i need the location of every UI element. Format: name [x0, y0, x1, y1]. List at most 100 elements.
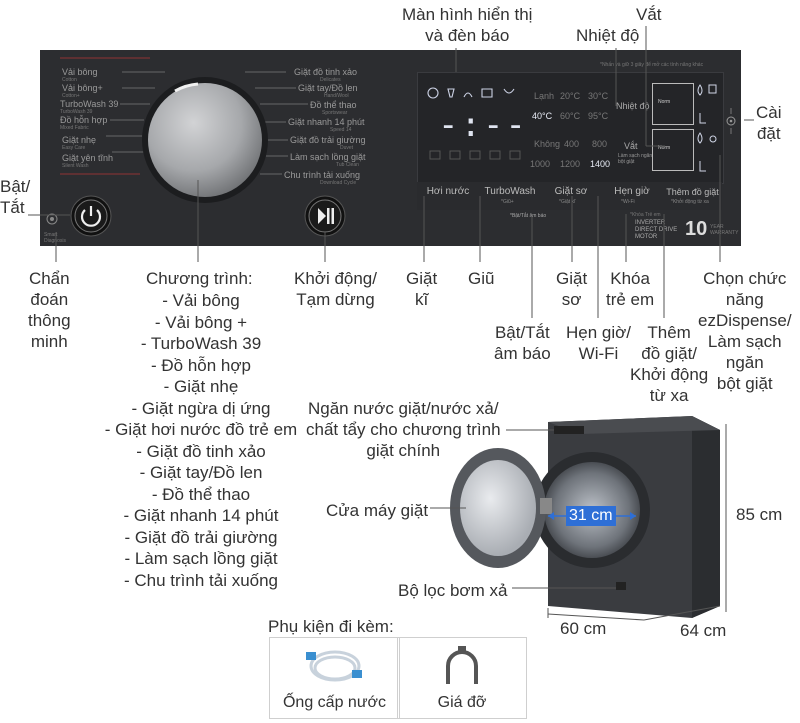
panel-prog-right-1[interactable]: Giặt tay/Đồ len — [298, 83, 358, 93]
prewash-button-label: Giặt sơ — [554, 186, 588, 197]
program-item: - Chu trình tải xuống — [123, 570, 279, 590]
label-start-pause: Khởi động/ Tạm dừng — [294, 269, 377, 309]
panel-prog-right-5[interactable]: Làm sạch lồng giặt — [290, 152, 366, 162]
label-add-remote: Thêm đồ giặt/ Khởi động từ xa — [630, 323, 709, 405]
spin-3: 1000 — [530, 159, 551, 169]
dispense-indicators — [697, 84, 717, 172]
depth-label: 64 cm — [680, 621, 727, 640]
warranty-sub: YEAR WARRANTY — [710, 224, 739, 236]
panel-prog-right-6-sub: Download Cycle — [320, 180, 357, 186]
program-item: - Vải bông + — [154, 312, 248, 332]
temp-1: 20°C — [560, 91, 581, 101]
temp-5: 95°C — [588, 111, 609, 121]
panel-lines — [60, 57, 308, 175]
temp-4: 60°C — [560, 111, 581, 121]
cycle-icons — [427, 87, 515, 99]
spin-2: 800 — [592, 139, 608, 149]
accessory-hose-label: Ống cấp nước — [282, 694, 387, 711]
washing-machine — [430, 416, 727, 621]
spin-1: 400 — [564, 139, 580, 149]
panel-prog-right-4[interactable]: Giặt đồ trải giường — [290, 135, 366, 145]
timer-button[interactable]: Hẹn giờ — [601, 182, 663, 210]
program-item: - Vải bông — [162, 291, 240, 310]
panel-prog-right-5-sub: Tub Clean — [336, 162, 359, 168]
add-item-sub: *Khởi động từ xa — [671, 199, 709, 205]
panel-prog-right-3[interactable]: Giặt nhanh 14 phút — [288, 117, 365, 127]
smart-diagnosis-icon — [46, 213, 58, 225]
display-spin-sub: Làm sạch ngăn bột giặt — [618, 153, 653, 165]
label-timer-wifi: Hẹn giờ/ Wi-Fi — [566, 323, 632, 363]
panel-prog-right-1-sub: Hand/Wool — [324, 93, 349, 99]
program-item: - Giặt đồ trải giường — [124, 527, 278, 547]
label-smart-diagnosis: Chẩn đoán thông minh — [28, 269, 71, 351]
panel-prog-left-2-sub: TurboWash 39 — [60, 109, 93, 115]
program-item: - Giặt hơi nước đồ trẻ em — [104, 420, 298, 439]
steam-button[interactable]: Hơi nước — [417, 182, 479, 210]
panel-prog-left-1-sub: Cotton+ — [62, 93, 80, 99]
play-pause-icon — [318, 208, 334, 224]
program-item: - Đồ hỗn hợp — [151, 355, 251, 375]
spin-0: Không — [534, 139, 561, 149]
panel-inverter: INVERTER DIRECT DRIVE MOTOR — [635, 220, 678, 240]
prewash-sub: *Giặt kĩ — [559, 199, 576, 205]
label-door: Cửa máy giặt — [326, 501, 429, 520]
prewash-button[interactable]: Giặt sơ — [541, 182, 601, 210]
panel-prog-right-0[interactable]: Giặt đồ tinh xảo — [294, 67, 358, 77]
label-beep: Bật/Tắt âm báo — [494, 323, 551, 363]
start-pause-button[interactable] — [304, 195, 346, 237]
holder-icon — [446, 646, 478, 684]
panel-prog-right-2[interactable]: Đồ thể thao — [310, 100, 357, 110]
program-item: - Giặt nhẹ — [163, 377, 239, 396]
panel-lock-sub: *Khóa Trẻ em — [630, 212, 661, 218]
status-icons — [429, 150, 521, 160]
drop-icon — [697, 84, 703, 96]
accessory-box-hose: Ống cấp nước — [269, 637, 400, 719]
label-keep: Giũ — [468, 269, 495, 288]
panel-prog-left-2[interactable]: TurboWash 39 — [60, 99, 119, 109]
panel-prog-right-6[interactable]: Chu trình tải xuống — [284, 170, 361, 180]
drop-icon-2 — [697, 132, 703, 144]
programs-title: Chương trình: — [146, 269, 253, 288]
time-digits: -:-- — [438, 105, 528, 145]
label-detergent: Ngăn nước giặt/nước xả/ chất tẩy cho chư… — [306, 399, 501, 460]
control-buttons: Hơi nước TurboWash *Giũ+ Giặt sơ *Giặt k… — [417, 182, 722, 210]
pump-filter[interactable] — [616, 582, 626, 590]
panel-prog-right-0-sub: Delicates — [320, 77, 341, 83]
spin-5: 1400 — [590, 159, 611, 169]
temp-0: Lạnh — [534, 91, 555, 101]
power-button[interactable] — [70, 195, 112, 237]
panel-prog-left-0[interactable]: Vải bông — [62, 67, 98, 77]
add-item-button-label: Thêm đồ giặt — [666, 187, 719, 197]
program-item: - Đồ thể thao — [151, 484, 251, 504]
display-screen: -:-- Lạnh 20°C 30°C 40°C 60°C 95°C Không… — [417, 72, 724, 184]
panel-note: *Nhấn và giữ 3 giây để mở các tính năng … — [600, 62, 704, 68]
add-item-button[interactable]: Thêm đồ giặt — [663, 182, 722, 210]
program-item: - Làm sạch lồng giặt — [124, 549, 278, 568]
accessory-holder-label: Giá đỡ — [437, 694, 487, 711]
temp-indicator-box — [652, 83, 694, 125]
spin-indicator-box — [652, 129, 694, 171]
spin-4: 1200 — [560, 159, 581, 169]
label-display: Màn hình hiển thị và đèn báo — [402, 5, 533, 45]
label-power: Bật/ Tắt — [0, 177, 31, 217]
panel-prog-left-1[interactable]: Vải bông+ — [62, 83, 103, 93]
program-item: - Giặt tay/Đồ len — [139, 463, 263, 482]
label-filter: Bộ lọc bơm xả — [398, 581, 508, 600]
gear-icon[interactable] — [723, 106, 739, 136]
temp-2: 30°C — [588, 91, 609, 101]
panel-prog-left-3-sub: Mixed Fabric — [60, 125, 89, 131]
accessory-box-holder: Giá đỡ — [397, 637, 527, 719]
program-dial[interactable] — [140, 75, 270, 205]
panel-prog-left-3[interactable]: Đồ hỗn hợp — [60, 115, 108, 125]
turbowash-button[interactable]: TurboWash — [479, 182, 541, 210]
panel-prog-left-4[interactable]: Giặt nhẹ — [62, 135, 97, 145]
panel-prog-right-3-sub: Speed 14 — [330, 127, 352, 133]
program-item: - Giặt ngừa dị ứng — [131, 398, 271, 418]
accessories-title: Phụ kiện đi kèm: — [268, 617, 394, 636]
program-item: - Giặt nhanh 14 phút — [123, 506, 279, 525]
norm-label-2: Norm — [658, 145, 671, 151]
timer-sub: *Wi-Fi — [621, 199, 635, 205]
detergent-drawer[interactable] — [554, 426, 584, 434]
panel-prog-left-5[interactable]: Giặt yên tĩnh — [62, 153, 114, 163]
timer-button-label: Hẹn giờ — [614, 186, 650, 197]
